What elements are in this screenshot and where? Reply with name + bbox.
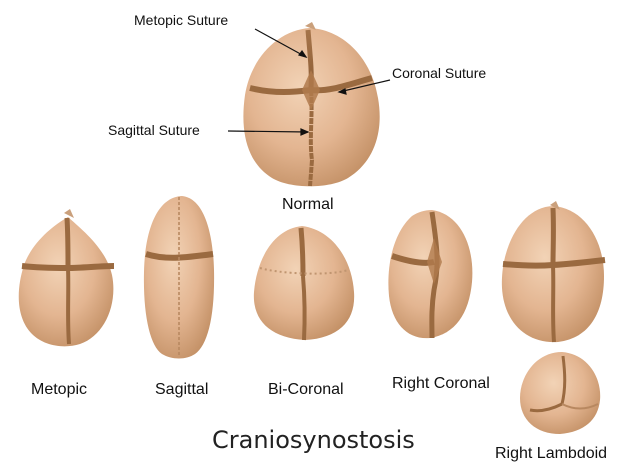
bicoronal-label: Bi-Coronal: [268, 381, 344, 399]
right-coronal-skull: [388, 210, 472, 338]
metopic-label: Metopic: [31, 381, 87, 399]
right-lambdoid-skull-top: [502, 201, 605, 342]
metopic-suture-callout: Metopic Suture: [134, 12, 228, 28]
bicoronal-skull: [254, 226, 354, 340]
diagram-title: Craniosynostosis: [212, 426, 415, 454]
right-lambdoid-label: Right Lambdoid: [495, 445, 607, 463]
coronal-suture-callout: Coronal Suture: [392, 65, 486, 81]
sagittal-label: Sagittal: [155, 381, 208, 399]
normal-skull: [243, 22, 379, 186]
sagittal-skull: [144, 196, 214, 359]
right-coronal-label: Right Coronal: [392, 375, 490, 393]
right-lambdoid-skull-back: [520, 352, 600, 434]
metopic-skull: [19, 209, 114, 346]
sagittal-suture-callout: Sagittal Suture: [108, 122, 200, 138]
normal-label: Normal: [282, 196, 334, 214]
